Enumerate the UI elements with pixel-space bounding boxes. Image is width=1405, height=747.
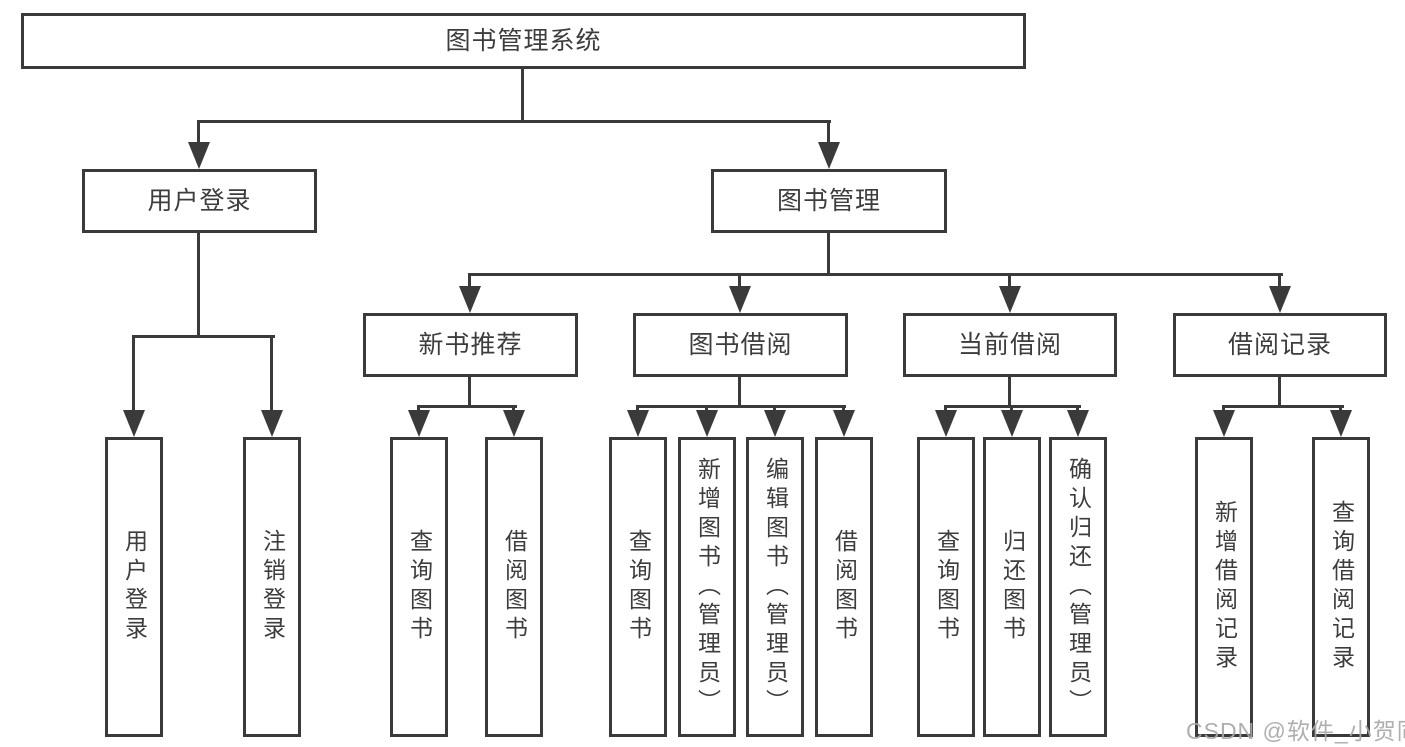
leaf-borrow-books-recommend: 借阅图书 (485, 437, 543, 737)
connector-line (1278, 273, 1281, 289)
connector-line (197, 120, 831, 123)
arrow-down-icon (1213, 410, 1235, 437)
connector-line (132, 335, 275, 338)
connector-line (705, 405, 708, 413)
connector-line (842, 405, 845, 413)
node-user-login: 用户登录 (82, 169, 317, 233)
node-user-login-label: 用户登录 (147, 186, 252, 215)
connector-line (1008, 273, 1011, 289)
leaf-return-book-label: 归还图书 (999, 529, 1026, 645)
node-new-book-recommend: 新书推荐 (363, 313, 578, 377)
connector-line (1010, 405, 1013, 413)
connector-line (417, 405, 517, 408)
arrow-down-icon (1001, 410, 1023, 437)
connector-line (944, 405, 947, 413)
leaf-add-borrow-record: 新增借阅记录 (1195, 437, 1253, 737)
arrow-down-icon (935, 410, 957, 437)
leaf-add-book-admin: 新增图书（管理员） (678, 437, 736, 737)
arrow-down-icon (729, 286, 751, 313)
arrow-down-icon (833, 410, 855, 437)
node-current-borrowing: 当前借阅 (903, 313, 1117, 377)
connector-line (636, 405, 639, 413)
connector-line (827, 233, 830, 273)
connector-line (738, 377, 741, 405)
csdn-watermark: CSDN @软件_小贺同学 (1186, 718, 1405, 744)
node-root-label: 图书管理系统 (445, 26, 602, 55)
leaf-add-borrow-record-label: 新增借阅记录 (1211, 500, 1238, 674)
node-root: 图书管理系统 (21, 13, 1026, 69)
connector-line (468, 273, 1283, 276)
node-book-borrowing-label: 图书借阅 (688, 330, 793, 359)
connector-line (1339, 405, 1342, 413)
connector-line (827, 120, 830, 146)
arrow-down-icon (1067, 410, 1089, 437)
connector-line (738, 273, 741, 289)
arrow-down-icon (999, 286, 1021, 313)
node-book-borrowing: 图书借阅 (633, 313, 848, 377)
leaf-query-books-recommend: 查询图书 (390, 437, 448, 737)
leaf-user-login-label: 用户登录 (121, 529, 148, 645)
arrow-down-icon (459, 286, 481, 313)
leaf-query-borrow-record: 查询借阅记录 (1312, 437, 1370, 737)
arrow-down-icon (696, 410, 718, 437)
connector-line (270, 335, 273, 411)
arrow-down-icon (123, 410, 145, 437)
arrow-down-icon (503, 410, 525, 437)
leaf-query-books-current-label: 查询图书 (933, 529, 960, 645)
leaf-query-books-borrowing-label: 查询图书 (625, 529, 652, 645)
leaf-borrow-books: 借阅图书 (815, 437, 873, 737)
arrow-down-icon (261, 410, 283, 437)
arrow-down-icon (1330, 410, 1352, 437)
connector-line (417, 405, 420, 413)
connector-line (1278, 377, 1281, 405)
connector-line (773, 405, 776, 413)
leaf-edit-book-admin: 编辑图书（管理员） (746, 437, 804, 737)
leaf-add-book-admin-label: 新增图书（管理员） (694, 456, 721, 718)
arrow-down-icon (188, 142, 210, 169)
node-current-borrowing-label: 当前借阅 (957, 330, 1062, 359)
connector-line (1008, 377, 1011, 405)
node-borrowing-records: 借阅记录 (1173, 313, 1387, 377)
leaf-logout: 注销登录 (243, 437, 301, 737)
leaf-query-books-recommend-label: 查询图书 (406, 529, 433, 645)
leaf-logout-label: 注销登录 (259, 529, 286, 645)
leaf-return-book: 归还图书 (983, 437, 1041, 737)
arrow-down-icon (764, 410, 786, 437)
leaf-edit-book-admin-label: 编辑图书（管理员） (762, 456, 789, 718)
leaf-query-borrow-record-label: 查询借阅记录 (1328, 500, 1355, 674)
leaf-borrow-books-recommend-label: 借阅图书 (501, 529, 528, 645)
connector-line (197, 233, 200, 335)
leaf-confirm-return-admin: 确认归还（管理员） (1049, 437, 1107, 737)
node-new-book-recommend-label: 新书推荐 (418, 330, 523, 359)
leaf-borrow-books-label: 借阅图书 (831, 529, 858, 645)
leaf-query-books-current: 查询图书 (917, 437, 975, 737)
connector-line (512, 405, 515, 413)
leaf-query-books-borrowing: 查询图书 (609, 437, 667, 737)
arrow-down-icon (1269, 286, 1291, 313)
leaf-user-login: 用户登录 (105, 437, 163, 737)
arrow-down-icon (818, 142, 840, 169)
connector-line (636, 405, 846, 408)
connector-line (468, 377, 471, 405)
leaf-confirm-return-admin-label: 确认归还（管理员） (1065, 456, 1092, 718)
connector-line (1222, 405, 1344, 408)
arrow-down-icon (408, 410, 430, 437)
node-book-management-label: 图书管理 (776, 186, 881, 215)
arrow-down-icon (627, 410, 649, 437)
node-book-management: 图书管理 (711, 169, 947, 233)
connector-line (468, 273, 471, 289)
connector-line (1076, 405, 1079, 413)
connector-line (132, 335, 135, 411)
connector-line (1222, 405, 1225, 413)
connector-line (521, 69, 524, 120)
connector-line (197, 120, 200, 146)
node-borrowing-records-label: 借阅记录 (1227, 330, 1332, 359)
